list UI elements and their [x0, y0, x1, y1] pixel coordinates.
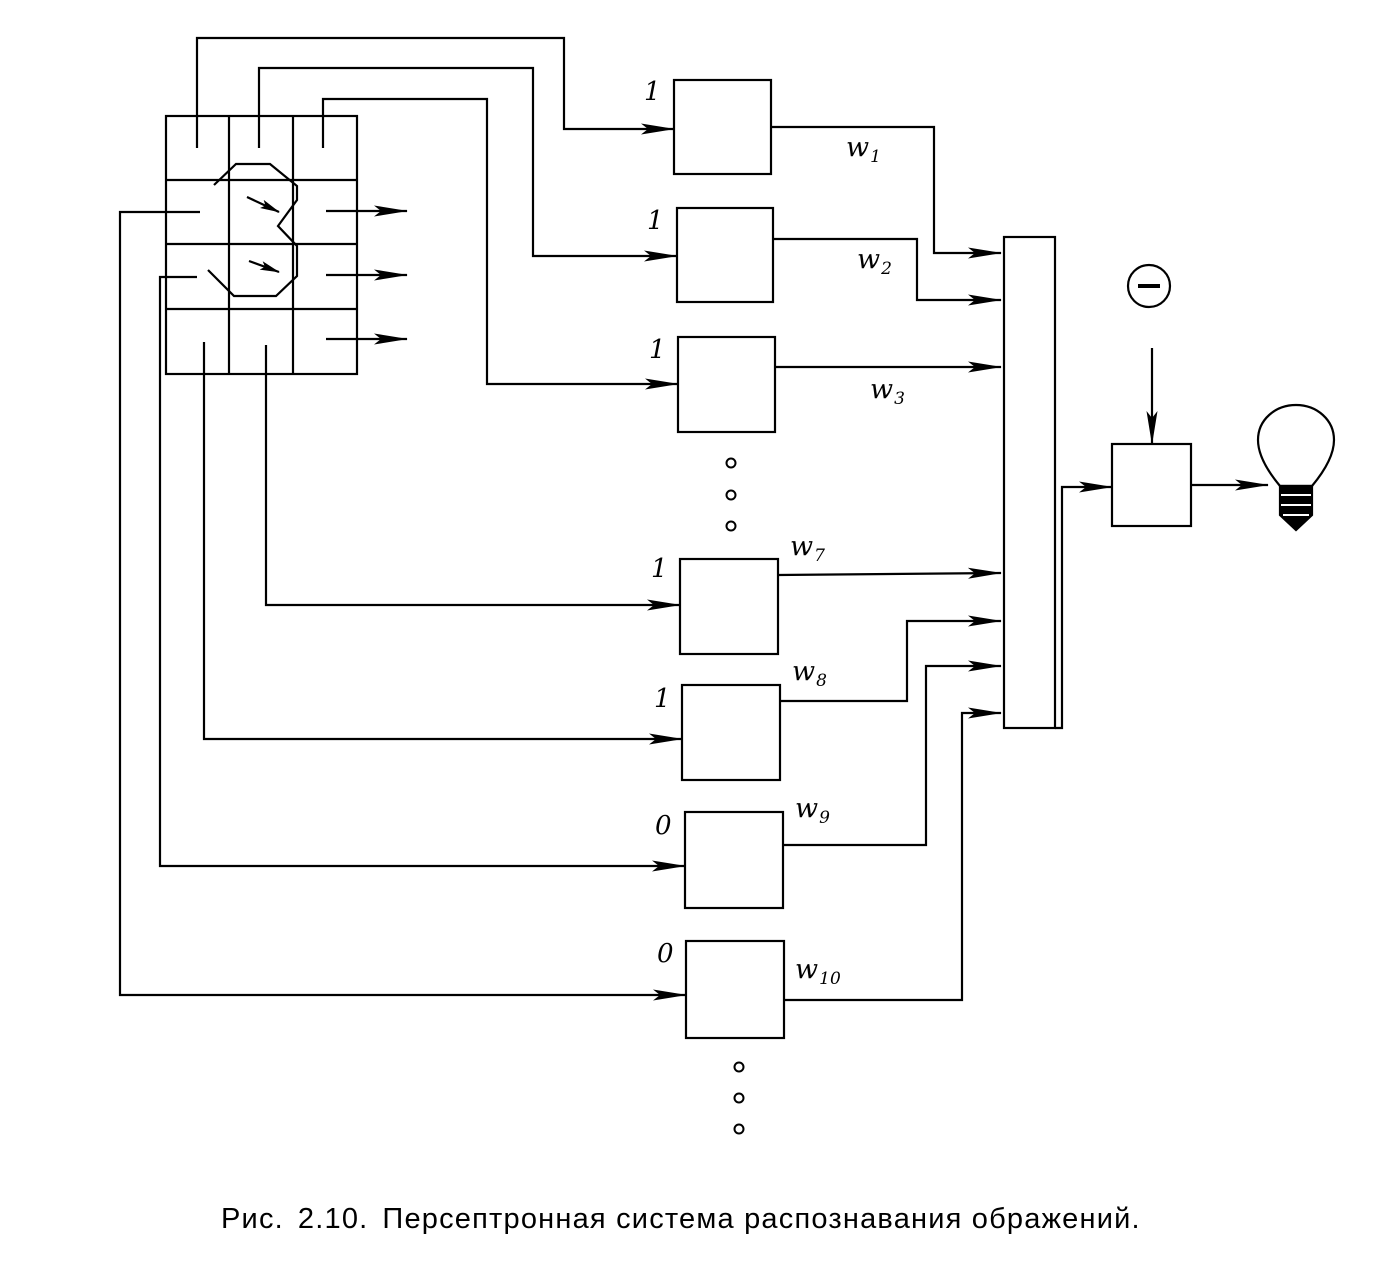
connection-line [195, 36, 675, 148]
association-unit [676, 335, 777, 434]
connection-line [321, 97, 679, 390]
pattern-arrow [246, 196, 280, 213]
weighted-connection [771, 125, 1002, 259]
connection-line [118, 210, 687, 1001]
threshold-unit [1110, 442, 1193, 528]
vertical-dots-icon [733, 1061, 745, 1135]
weight-label: w9 [795, 793, 830, 828]
minus-icon [1126, 263, 1172, 309]
association-unit [684, 939, 786, 1040]
weighted-connection [783, 660, 1002, 847]
association-unit [675, 206, 775, 304]
vertical-dots-icon [725, 457, 737, 532]
connection-line [264, 345, 681, 611]
association-unit [680, 683, 782, 782]
weighted-connection [777, 567, 1002, 579]
input-value-label: 1 [644, 77, 661, 107]
weighted-connection [773, 237, 1002, 306]
light-bulb-icon [1256, 403, 1336, 532]
weight-label: w3 [870, 374, 905, 409]
retina-grid [164, 114, 359, 376]
association-unit [678, 557, 780, 656]
weighted-connection [780, 615, 1002, 703]
connection-line [257, 66, 678, 262]
digit-pattern [207, 162, 299, 298]
weight-label: w7 [790, 531, 825, 566]
weighted-connection [784, 707, 1002, 1002]
input-value-label: 1 [654, 684, 671, 714]
weight-label: w1 [846, 132, 881, 167]
input-value-label: 1 [649, 335, 666, 365]
input-value-label: 0 [657, 939, 674, 969]
input-value-label: 1 [651, 554, 668, 584]
input-value-label: 0 [655, 811, 672, 841]
weight-label: w2 [857, 244, 892, 279]
weight-label: w10 [795, 954, 841, 989]
connection-line [202, 342, 683, 745]
association-unit [683, 810, 785, 910]
figure-caption: Рис.2.10.Персептронная система распознав… [221, 1203, 1141, 1235]
weight-label: w8 [792, 656, 827, 691]
connection-line [158, 275, 686, 872]
input-value-label: 1 [647, 206, 664, 236]
association-unit [672, 78, 773, 176]
summator-output [1055, 481, 1113, 730]
summator-unit [1002, 235, 1057, 730]
pattern-arrow [248, 259, 280, 274]
